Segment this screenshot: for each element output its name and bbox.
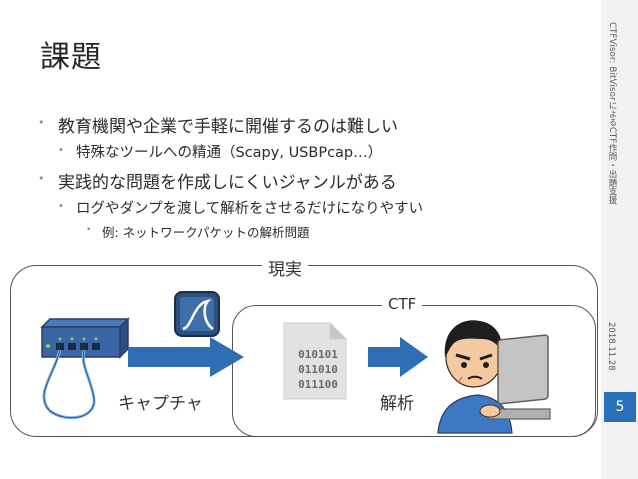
bullet-dot: • — [86, 225, 92, 235]
bullet-dot: • — [38, 116, 45, 129]
bullet-dot: • — [58, 145, 64, 156]
reality-label: 現実 — [262, 255, 308, 280]
page-title: 課題 — [40, 40, 102, 75]
sidebar-date: 2018.11.28 — [606, 322, 616, 371]
diagram: 現実 CTF キャプチャ — [0, 255, 600, 445]
binary-line: 011010 — [298, 363, 338, 376]
hacker-at-laptop-icon — [437, 320, 551, 434]
network-switch-icon — [40, 317, 130, 420]
bullet-text: 例: ネットワークパケットの解析問題 — [102, 225, 310, 240]
wireshark-icon — [174, 291, 220, 337]
binary-file-content: 010101 011010 011100 — [292, 347, 344, 392]
binary-line: 010101 — [298, 348, 338, 361]
capture-label: キャプチャ — [118, 394, 203, 414]
analyze-label: 解析 — [380, 394, 414, 414]
binary-line: 011100 — [298, 378, 338, 391]
bullet-text: ログやダンプを渡して解析をさせるだけになりやすい — [76, 201, 424, 217]
page-number: 5 — [604, 392, 636, 422]
capture-arrow — [128, 337, 244, 377]
analyze-arrow — [368, 337, 428, 377]
bullet-dot: • — [38, 172, 45, 185]
ctf-label: CTF — [382, 295, 423, 313]
bullet-dot: • — [58, 201, 64, 212]
binary-file-icon — [283, 322, 347, 400]
bullet-text: 特殊なツールへの精通（Scapy, USBPcap…） — [76, 145, 383, 161]
bullet-text: 実践的な問題を作成しにくいジャンルがある — [58, 173, 397, 193]
bullet-text: 教育機関や企業で手軽に開催するのは難しい — [58, 117, 398, 137]
sidebar-title: CTFVisor: BitVisorによるCTF作問・出題支援 — [607, 22, 617, 205]
